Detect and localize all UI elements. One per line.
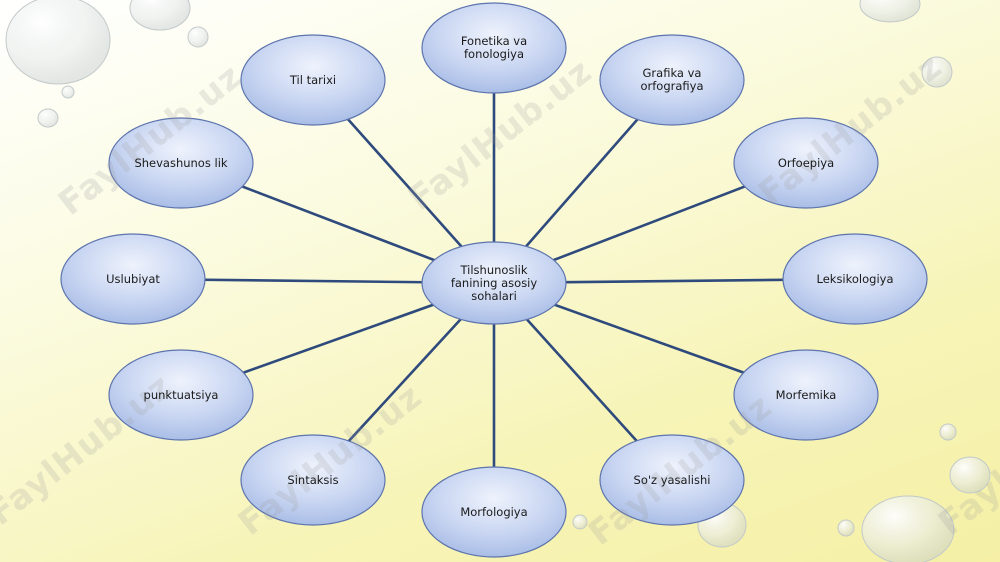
branch-node-shape	[108, 117, 254, 209]
water-drop	[921, 56, 953, 88]
branch-node-shape	[421, 2, 567, 94]
water-drop	[859, 0, 921, 23]
water-drop	[37, 108, 59, 128]
branch-node-shape	[733, 349, 879, 441]
water-drop	[61, 85, 75, 99]
branch-node-shape	[108, 349, 254, 441]
water-drop	[187, 26, 209, 48]
water-drops-decoration	[5, 0, 991, 562]
branch-node-shape	[240, 34, 386, 126]
branch-node-shape	[733, 117, 879, 209]
branch-node-shape	[599, 34, 745, 126]
branch-node-shape	[421, 466, 567, 558]
water-drop	[5, 0, 111, 85]
water-drop	[939, 423, 957, 441]
water-drop	[572, 514, 588, 530]
water-drop	[949, 456, 991, 494]
water-drop	[861, 495, 955, 562]
branch-node-shape	[782, 233, 928, 325]
diagram-nodes	[60, 2, 928, 558]
branch-node-shape	[599, 434, 745, 526]
water-drop	[837, 519, 855, 537]
water-drop	[129, 0, 191, 31]
center-node-shape	[421, 241, 567, 325]
branch-node-shape	[240, 434, 386, 526]
branch-node-shape	[60, 233, 206, 325]
